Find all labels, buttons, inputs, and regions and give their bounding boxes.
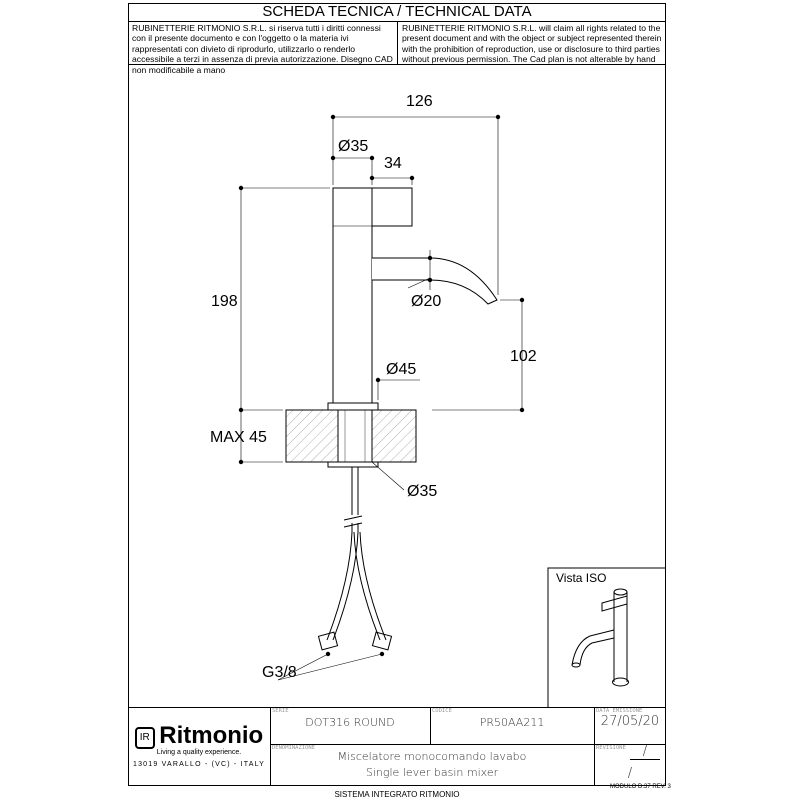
description-it: Miscelatore monocomando lavabo xyxy=(337,750,527,763)
dim-hole-dia: Ø35 xyxy=(407,483,437,500)
dim-thread: G3/8 xyxy=(262,664,297,681)
footer-system: SISTEMA INTEGRATO RITMONIO xyxy=(334,790,460,799)
logo-mark-icon: IR xyxy=(134,727,155,749)
title-block xyxy=(128,707,666,787)
iso-label: Vista ISO xyxy=(556,571,606,585)
copyright-note-en: RUBINETTERIE RITMONIO S.R.L. will claim … xyxy=(398,21,666,65)
footer-module: MODULO D.37 REV. 3 xyxy=(610,784,671,790)
dim-width-total: 126 xyxy=(406,93,433,110)
serie-value: DOT316 ROUND xyxy=(305,716,395,729)
dim-height: 198 xyxy=(211,293,238,310)
sheet-frame xyxy=(128,3,666,786)
dim-body-dia: Ø35 xyxy=(338,138,368,155)
iso-view-drawing xyxy=(571,588,629,687)
revision-value-2: / xyxy=(627,766,633,781)
copyright-note-it: RUBINETTERIE RITMONIO S.R.L. si riserva … xyxy=(128,21,398,75)
revision-value: / xyxy=(630,744,660,760)
dim-spout-dia: Ø20 xyxy=(411,293,441,310)
description-en: Single lever basin mixer xyxy=(365,766,499,779)
dim-lever: 34 xyxy=(384,155,402,172)
dim-max-thickness: MAX 45 xyxy=(210,429,267,446)
date-value: 27/05/20 xyxy=(600,714,660,729)
codice-value: PR50AA211 xyxy=(479,716,545,729)
dim-spout-height: 102 xyxy=(510,348,537,365)
brand-logo: IR Ritmonio Living a quality experience.… xyxy=(132,722,266,769)
dim-base-dia: Ø45 xyxy=(386,361,416,378)
